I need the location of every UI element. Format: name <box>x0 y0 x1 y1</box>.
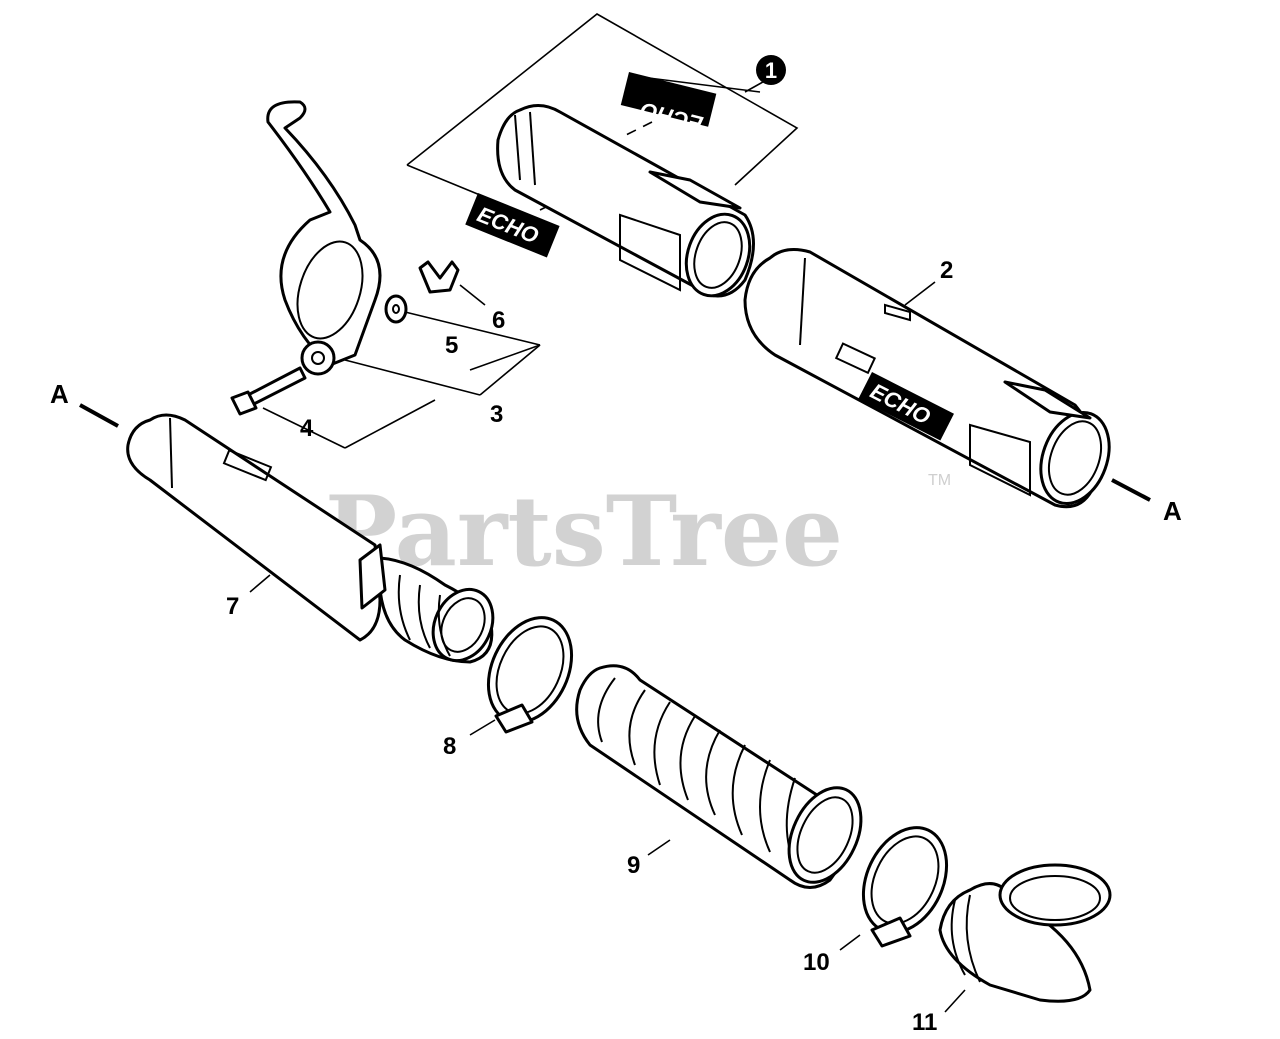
watermark-trademark: TM <box>928 472 951 489</box>
part-7-lower-tube[interactable] <box>126 413 504 670</box>
kit-callout-badge[interactable]: 1 <box>756 55 786 85</box>
part-4-bolt[interactable] <box>230 366 307 416</box>
label-part-11[interactable]: 11 <box>912 1009 937 1036</box>
label-part-3[interactable]: 3 <box>490 401 503 428</box>
leaders-3-6 <box>262 284 541 449</box>
part-9-flex-hose[interactable] <box>575 664 875 894</box>
label-leaders <box>249 281 966 1013</box>
part-2-blower-tube[interactable]: ECHO <box>743 248 1121 514</box>
part-11-elbow[interactable] <box>938 863 1112 1003</box>
part-5-washer[interactable] <box>384 294 408 324</box>
upper-blower-tube[interactable] <box>496 104 761 304</box>
label-part-9[interactable]: 9 <box>627 852 640 879</box>
echo-decal-upper[interactable]: ECHO <box>618 72 717 138</box>
label-part-10[interactable]: 10 <box>803 949 830 976</box>
label-part-7[interactable]: 7 <box>226 593 239 620</box>
label-part-4[interactable]: 4 <box>300 415 314 442</box>
ref-line-left <box>79 403 119 428</box>
reference-marker-left: A <box>50 379 69 409</box>
label-part-8[interactable]: 8 <box>443 733 456 760</box>
label-part-6[interactable]: 6 <box>492 307 505 334</box>
part-8-hose-clamp[interactable] <box>472 604 587 736</box>
kit-callout-number: 1 <box>765 58 777 83</box>
label-part-2[interactable]: 2 <box>940 257 953 284</box>
part-6-wing-nut[interactable] <box>418 260 460 294</box>
part-3-handle[interactable] <box>266 100 382 376</box>
reference-marker-right: A <box>1163 496 1182 526</box>
part-10-hose-clamp[interactable] <box>847 814 962 948</box>
label-part-5[interactable]: 5 <box>445 332 458 359</box>
ref-line-right <box>1111 478 1151 502</box>
